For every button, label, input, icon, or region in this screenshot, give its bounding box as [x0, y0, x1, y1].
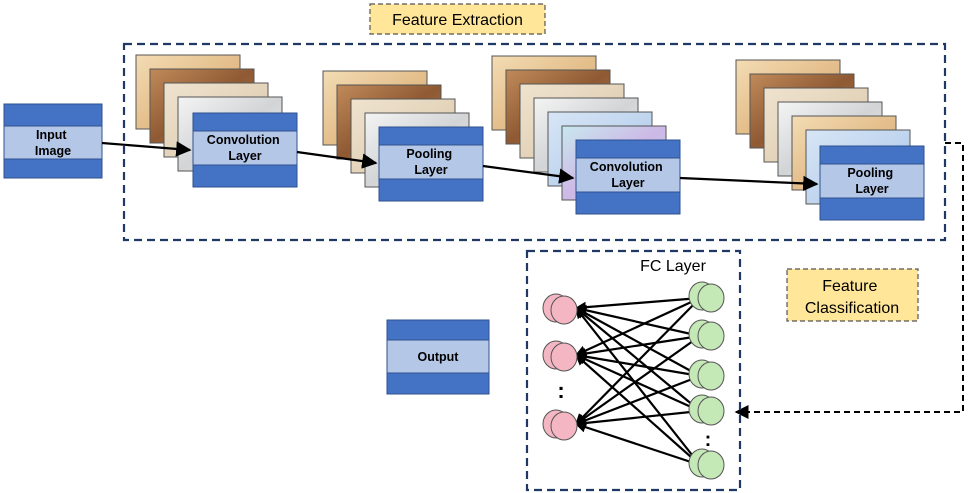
feature-classification-line1: Feature	[822, 278, 877, 295]
arrow-conv2-to-pool2	[679, 175, 819, 192]
fc-edge	[574, 334, 701, 359]
fc-edge	[575, 307, 701, 412]
fc-edge	[575, 297, 701, 425]
svg-text:Input Image: Input Image	[35, 128, 71, 158]
svg-text:Pooling Layer: Pooling Layer	[847, 166, 896, 196]
fc-input-node	[688, 448, 725, 480]
svg-text:Pooling Layer: Pooling Layer	[406, 147, 455, 177]
pool2-label-line1: Pooling	[847, 166, 893, 180]
svg-text:Convolution Layer: Convolution Layer	[207, 133, 283, 163]
fc-output-node	[542, 293, 578, 325]
conv2-label-line2: Layer	[611, 176, 644, 190]
fc-layer-label: FC Layer	[640, 258, 706, 275]
fc-input-node	[688, 359, 725, 391]
output-label: Output	[418, 350, 460, 364]
flow-arrows	[101, 141, 819, 192]
fc-output-node	[542, 409, 578, 441]
dashed-connector-to-fc	[734, 142, 964, 419]
conv1-label-line1: Convolution	[207, 133, 280, 147]
conv2-label-line1: Convolution	[590, 160, 663, 174]
fc-edge	[574, 296, 701, 313]
fc-output-ellipsis: :	[557, 378, 564, 403]
arrow-pool1-to-conv2	[482, 164, 575, 184]
arrow-conv1-to-pool1	[296, 150, 378, 169]
feature-extraction-region	[122, 42, 947, 242]
feature-extraction-callout: Feature Extraction	[369, 3, 546, 35]
fc-edge	[575, 307, 701, 466]
fc-output-nodes	[542, 293, 578, 441]
conv1-label-line2: Layer	[228, 149, 261, 163]
fc-input-node	[688, 394, 725, 426]
convolution-layer-2-block: Convolution Layer	[575, 139, 681, 215]
fc-edge	[574, 353, 701, 413]
fc-output-node	[542, 340, 578, 372]
feature-extraction-label: Feature Extraction	[392, 12, 523, 29]
convolution-layer-1-block: Convolution Layer	[192, 112, 298, 188]
input-label-line2: Image	[35, 144, 71, 158]
fc-edge	[575, 307, 701, 377]
pool2-label-line2: Layer	[855, 182, 888, 196]
pool1-label-line1: Pooling	[406, 147, 452, 161]
fc-edge	[575, 335, 701, 425]
fc-input-node	[688, 319, 725, 351]
fc-edge	[574, 351, 701, 378]
pool1-label-line2: Layer	[414, 163, 447, 177]
svg-text:Convolution Layer: Convolution Layer	[590, 160, 666, 190]
input-label-line1: Input	[36, 128, 67, 142]
output-block: Output	[386, 319, 490, 395]
fc-connections	[574, 296, 701, 467]
fc-edge	[575, 297, 701, 356]
pooling-layer-2-block: Pooling Layer	[819, 145, 925, 221]
fc-layer-region	[525, 249, 742, 492]
fc-input-ellipsis: :	[705, 429, 712, 451]
input-image-block: Input Image	[3, 103, 103, 179]
fc-input-nodes	[688, 281, 725, 480]
fc-edge	[575, 354, 701, 466]
pooling-layer-1-block: Pooling Layer	[378, 126, 484, 202]
fc-edge	[574, 374, 701, 426]
svg-text:Feature Classification: Feature Classification	[805, 278, 899, 317]
feature-classification-callout: Feature Classification	[786, 268, 919, 322]
fc-edge	[574, 409, 701, 429]
fc-edge	[574, 421, 701, 467]
fc-input-node	[688, 281, 725, 313]
fc-edge	[574, 304, 701, 338]
feature-classification-line2: Classification	[805, 300, 899, 317]
arrow-input-to-conv1	[101, 141, 192, 157]
